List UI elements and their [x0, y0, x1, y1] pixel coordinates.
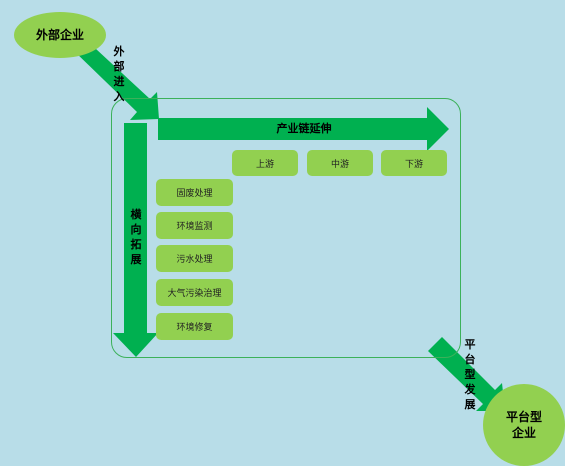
downstream-box: 下游 [381, 150, 447, 176]
midstream-box: 中游 [307, 150, 373, 176]
scope-frame [111, 98, 461, 358]
upstream-box: 上游 [232, 150, 298, 176]
field-box-env-restoration: 环境修复 [156, 313, 233, 340]
external-entry-label: 外部进入 [113, 45, 125, 103]
platform-dev-label: 平台型发展 [464, 338, 476, 411]
chain-arrow [158, 107, 449, 151]
field-box-solid-waste: 固废处理 [156, 179, 233, 206]
field-box-env-monitoring: 环境监测 [156, 212, 233, 239]
platform-enterprise-label: 平台型 企业 [505, 410, 542, 440]
horizontal-expansion-label: 横向拓展 [130, 208, 142, 266]
external-entry-arrow [72, 36, 159, 120]
horizontal-expansion-arrow [113, 123, 158, 357]
external-enterprise-node: 外部企业 [14, 12, 106, 58]
field-box-air-pollution: 大气污染治理 [156, 279, 233, 306]
chain-extension-label: 产业链延伸 [276, 122, 332, 135]
platform-enterprise-node: 平台型 企业 [483, 384, 565, 466]
external-enterprise-label: 外部企业 [35, 28, 84, 42]
field-box-sewage: 污水处理 [156, 245, 233, 272]
